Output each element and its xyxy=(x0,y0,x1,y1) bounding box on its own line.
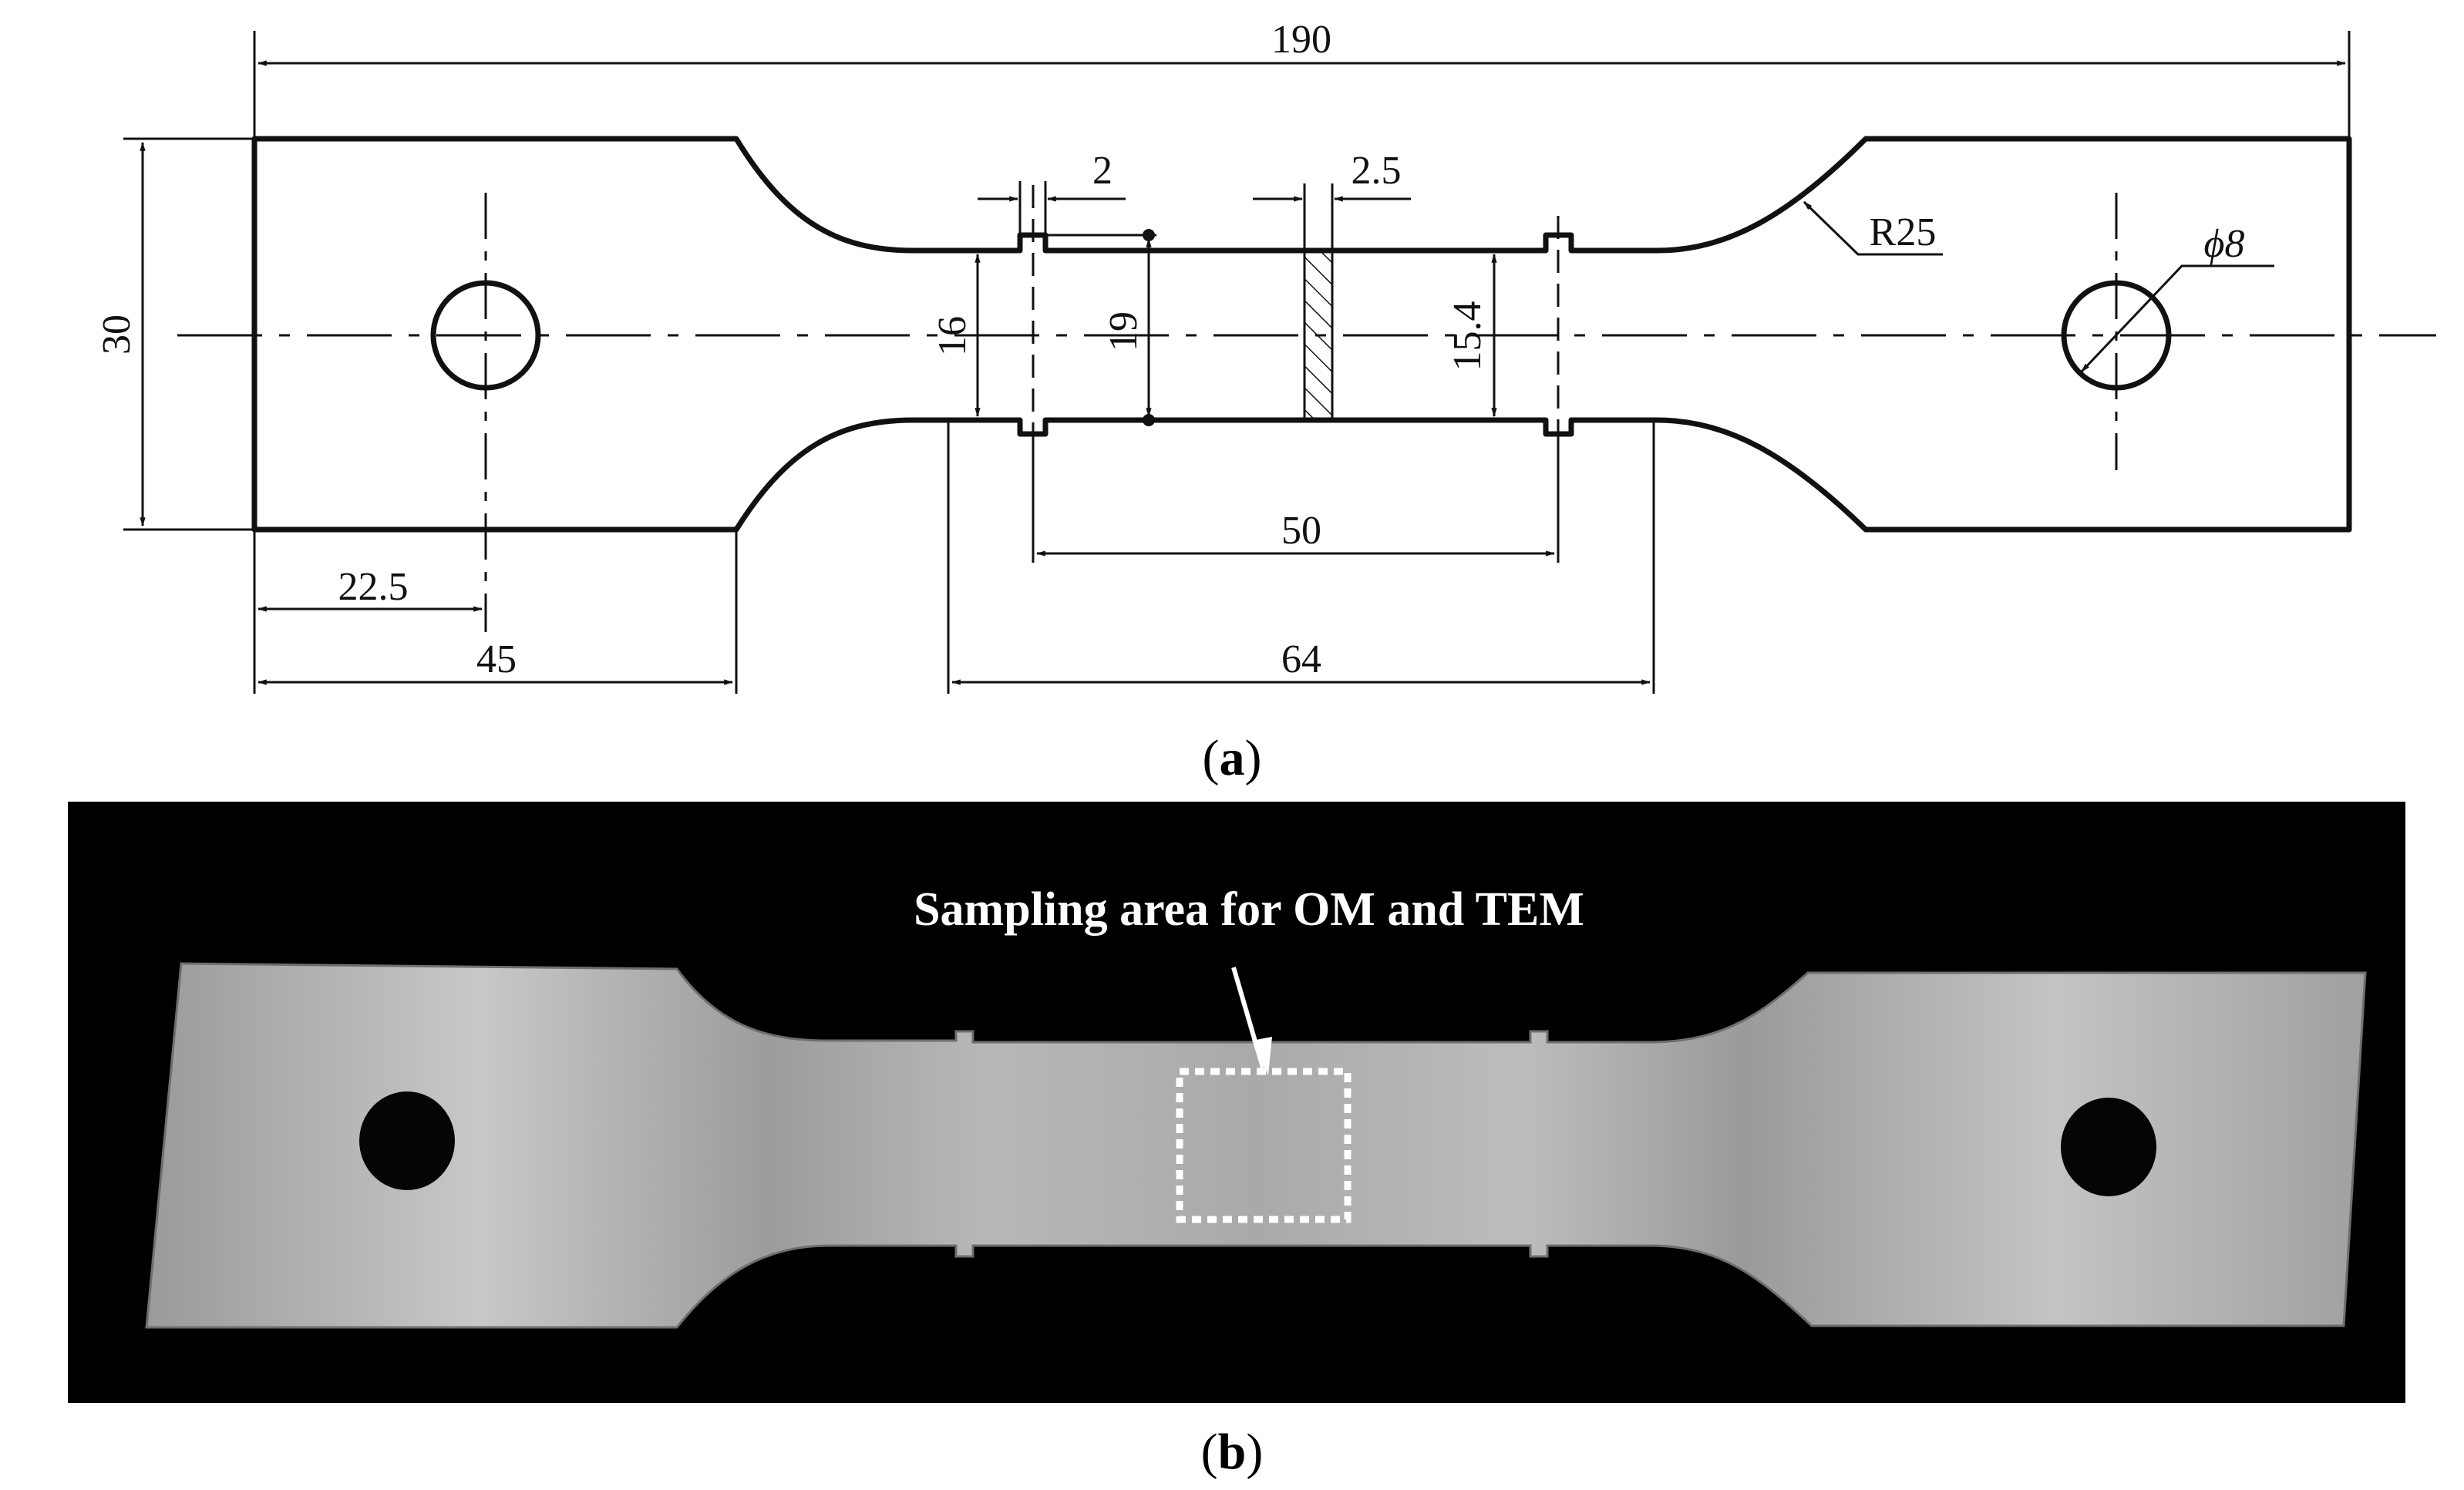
dim-gauge-width: 15.4 xyxy=(1446,301,1490,372)
dim-grip-length: 45 xyxy=(476,637,517,681)
hatched-section xyxy=(1303,249,1334,422)
dim-parallel-length: 64 xyxy=(1281,637,1321,681)
photo-right-hole xyxy=(2061,1098,2156,1196)
technical-drawing: 190 30 2 2.5 R25 ϕ8 16 19 15.4 22.5 45 5… xyxy=(95,18,2436,694)
dim-section-width: 2.5 xyxy=(1351,149,1402,193)
sampling-area-box xyxy=(1176,1068,1351,1223)
dim-fillet-radius: R25 xyxy=(1870,210,1937,254)
sampling-area-label: Sampling area for OM and TEM xyxy=(914,883,1584,936)
dim-groove-span: 19 xyxy=(1102,311,1146,351)
dim-overall-width: 30 xyxy=(95,314,139,355)
specimen-outline xyxy=(251,136,2352,533)
sampling-area-arrowhead xyxy=(1252,1037,1272,1075)
dim-neck-width: 16 xyxy=(931,316,974,356)
photo-left-hole xyxy=(359,1091,455,1190)
dim-gauge-length: 50 xyxy=(1281,509,1321,553)
dim-hole-offset: 22.5 xyxy=(338,565,409,609)
hole-leader xyxy=(2080,264,2274,373)
specimen-photo: Sampling area for OM and TEM xyxy=(68,802,2405,1403)
caption-b: (b) xyxy=(1201,1424,1264,1480)
photo-specimen xyxy=(145,962,2367,1329)
dim-groove-width: 2 xyxy=(1092,149,1113,193)
r25-leader xyxy=(1803,200,1943,256)
dim-overall-length: 190 xyxy=(1271,18,1331,62)
dim-hole-diameter: ϕ8 xyxy=(2204,222,2245,266)
caption-a: (a) xyxy=(1203,730,1262,786)
